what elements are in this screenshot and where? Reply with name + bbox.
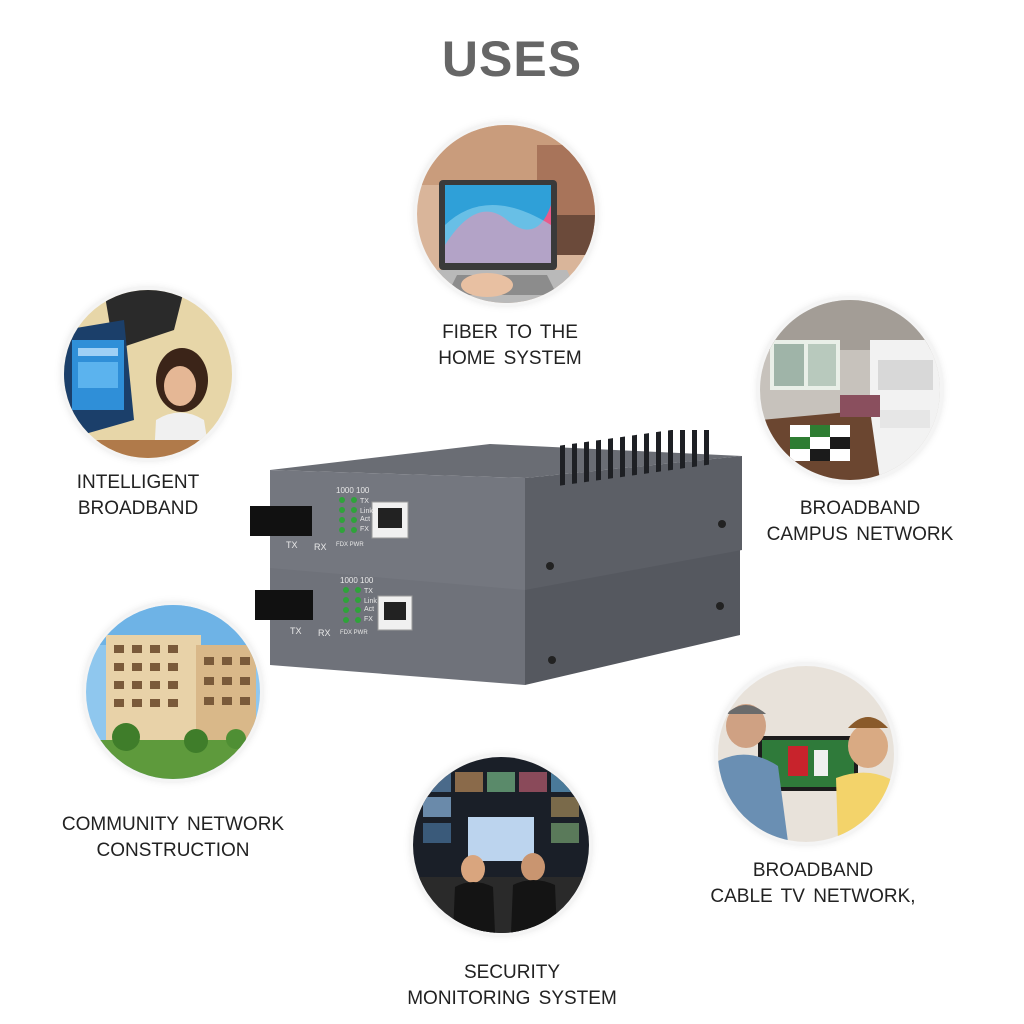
top-led-link: Link <box>360 508 373 515</box>
campus-network-line2: CAMPUS NETWORK <box>766 524 954 545</box>
bottom-port-tx: TX <box>290 626 302 636</box>
top-port-tx: TX <box>286 540 298 550</box>
community-network-photo <box>86 605 260 779</box>
cable-tv-line2: CABLE TV NETWORK, <box>710 886 916 907</box>
bottom-port-rx: RX <box>318 628 331 638</box>
security-monitoring-line1: SECURITY <box>463 962 561 983</box>
bottom-led-fx: FX <box>364 616 373 623</box>
top-speed-label: 1000 100 <box>336 486 370 495</box>
bottom-speed-label: 1000 100 <box>340 576 374 585</box>
top-led-fx: FX <box>360 526 369 533</box>
community-network-label: COMMUNITY NETWORK CONSTRUCTION <box>50 812 296 864</box>
bottom-fdx-pwr: FDX PWR <box>340 630 368 636</box>
campus-network-line1: BROADBAND <box>799 498 921 519</box>
fiber-home-photo <box>417 125 595 303</box>
bottom-led-link: Link <box>364 598 377 605</box>
top-fdx-pwr: FDX PWR <box>336 542 364 548</box>
intelligent-broadband-photo <box>64 290 232 458</box>
top-led-act: Act <box>360 516 370 523</box>
security-monitoring-label: SECURITY MONITORING SYSTEM <box>390 960 634 1012</box>
community-network-line1: COMMUNITY NETWORK <box>61 814 285 835</box>
page-title: USES <box>441 31 583 87</box>
security-monitoring-photo <box>413 757 589 933</box>
cable-tv-line1: BROADBAND <box>752 860 874 881</box>
top-led-tx: TX <box>360 498 369 505</box>
media-converter-image: 1000 100 TX Link Act FX FDX PWR TX RX <box>230 430 770 700</box>
campus-network-photo <box>760 300 940 480</box>
intelligent-broadband-line2: BROADBAND <box>77 498 199 519</box>
intelligent-broadband-label: INTELLIGENT BROADBAND <box>40 470 236 522</box>
intelligent-broadband-line1: INTELLIGENT <box>76 472 200 493</box>
fiber-home-line1: FIBER TO THE <box>442 322 578 343</box>
cable-tv-label: BROADBAND CABLE TV NETWORK, <box>690 858 936 910</box>
fiber-home-label: FIBER TO THE HOME SYSTEM <box>395 320 625 372</box>
community-network-line2: CONSTRUCTION <box>96 840 250 861</box>
campus-network-label: BROADBAND CAMPUS NETWORK <box>740 496 980 548</box>
cable-tv-photo <box>718 666 894 842</box>
media-converter-top: 1000 100 TX Link Act FX FDX PWR TX RX <box>250 430 742 590</box>
bottom-led-tx: TX <box>364 588 373 595</box>
bottom-led-act: Act <box>364 606 374 613</box>
top-port-rx: RX <box>314 542 327 552</box>
fiber-home-line2: HOME SYSTEM <box>438 348 582 369</box>
security-monitoring-line2: MONITORING SYSTEM <box>407 988 617 1009</box>
